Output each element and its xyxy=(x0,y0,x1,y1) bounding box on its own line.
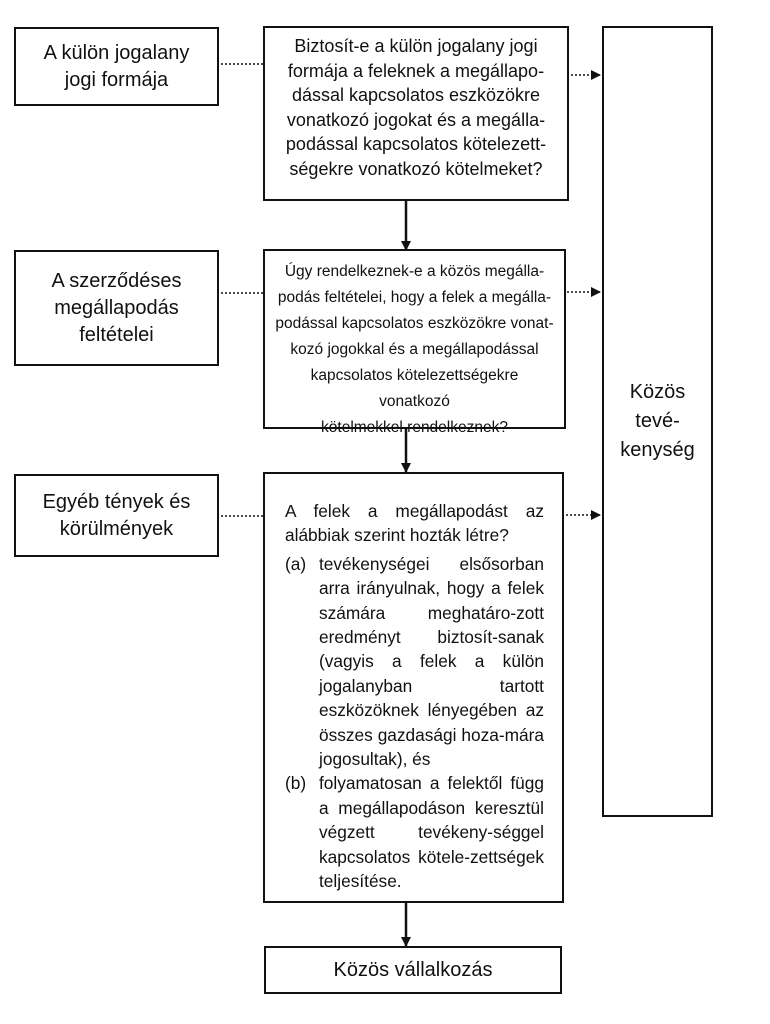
question-box-contract-terms: Úgy rendelkeznek-e a közös megálla- podá… xyxy=(263,249,566,436)
question-box-other-facts: A felek a megállapodást az alábbiak szer… xyxy=(263,472,564,903)
box-legal-form: A külön jogalany jogi formája xyxy=(14,27,219,106)
criterion-a-text: tevékenységei elsősorban arra irányulnak… xyxy=(319,553,544,770)
criterion-b-text: folyamatosan a felektől függ a megállapo… xyxy=(319,773,544,892)
criterion-a-label: (a) xyxy=(285,553,307,574)
question-box-legal-form: Biztosít-e a külön jogalany jogi formája… xyxy=(263,26,569,201)
box-other-facts: Egyéb tények és körülmények xyxy=(14,474,219,557)
box-contract-terms: A szerződéses megállapodás feltételei xyxy=(14,250,219,366)
question-intro: A felek a megállapodást az alábbiak szer… xyxy=(285,501,544,546)
criterion-b-label: (b) xyxy=(285,773,307,794)
criterion-b: (b) folyamatosan a felektől függ a megál… xyxy=(285,771,544,893)
box-joint-venture: Közös vállalkozás xyxy=(264,946,562,994)
criterion-a: (a) tevékenységei elsősorban arra irányu… xyxy=(285,552,544,772)
box-joint-operation: Közös tevé- kenység xyxy=(602,26,713,817)
